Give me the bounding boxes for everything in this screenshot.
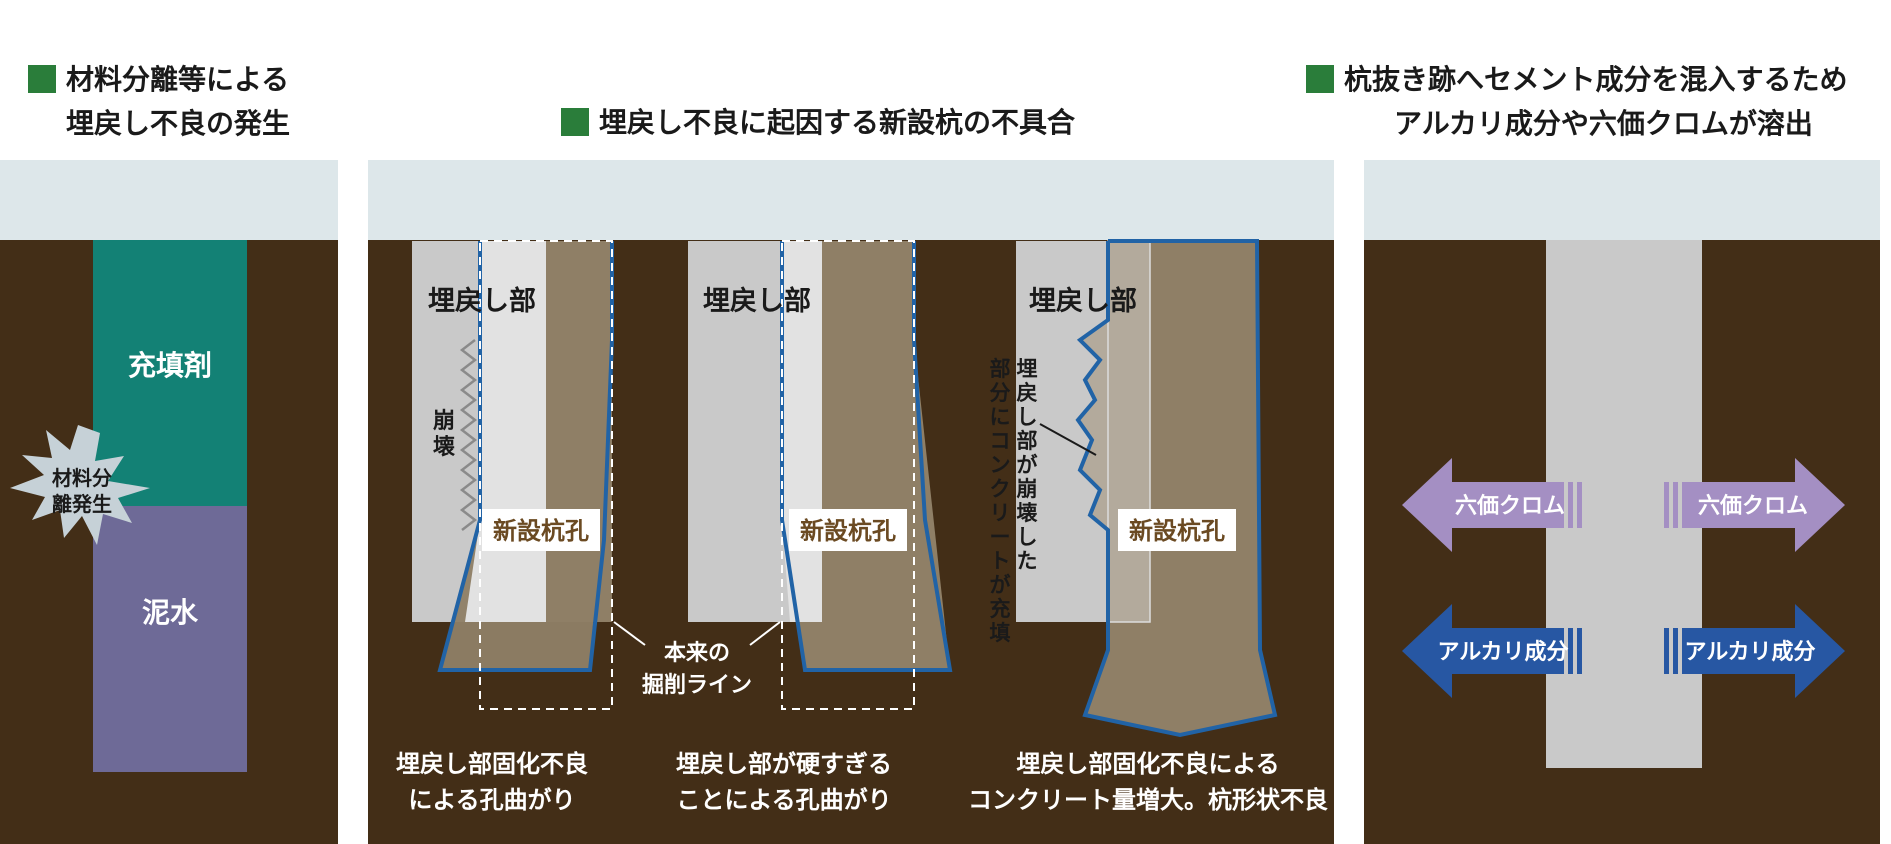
backfill-label: 埋戻し部 bbox=[1029, 285, 1137, 317]
panel1-heading-line1: 材料分離等による bbox=[66, 63, 290, 96]
note-char: 部 bbox=[990, 357, 1011, 381]
case3-caption-2: コンクリート量増大。杭形状不良 bbox=[968, 786, 1328, 814]
chromium-label-left: 六価クロム bbox=[1455, 494, 1565, 519]
note-char: し bbox=[1017, 525, 1038, 549]
original-line-label-1: 本来の bbox=[664, 641, 730, 666]
original-line-label-2: 掘削ライン bbox=[642, 673, 752, 698]
case3: 埋戻し部 新設杭孔 埋 戻 し 部 が 崩 壊 し た 部 分 に コ ン ク bbox=[990, 239, 1278, 738]
original-line bbox=[479, 240, 613, 710]
note-char: ク bbox=[990, 477, 1011, 501]
separation-burst-icon bbox=[10, 425, 150, 545]
hole-label-bg bbox=[482, 509, 600, 551]
note-char: ト bbox=[990, 549, 1011, 573]
case1-caption-2: による孔曲がり bbox=[408, 786, 575, 814]
panel1: 充填剤 泥水 材料分 離発生 bbox=[0, 160, 338, 844]
panel3-heading: 杭抜き跡へセメント成分を混入するため アルカリ成分や六価クロムが溶出 bbox=[1306, 58, 1847, 146]
note-char: 部 bbox=[1017, 429, 1038, 453]
hole-label-bg bbox=[789, 509, 907, 551]
burst-line1: 材料分 bbox=[52, 466, 112, 490]
collapse-zigzag bbox=[459, 339, 478, 531]
panel2-heading: 埋戻し不良に起因する新設杭の不具合 bbox=[561, 101, 1075, 145]
note-char: 埋 bbox=[1017, 357, 1038, 381]
alkali-arrow-left: アルカリ成分 bbox=[1402, 604, 1582, 698]
hole-label: 新設杭孔 bbox=[493, 517, 589, 545]
mud-layer bbox=[93, 506, 247, 772]
case1: 埋戻し部 崩 壊 新設杭孔 bbox=[412, 240, 614, 710]
note-char: が bbox=[990, 573, 1011, 597]
panel3-heading-line1: 杭抜き跡へセメント成分を混入するため bbox=[1344, 63, 1848, 96]
case1-caption-1: 埋戻し部固化不良 bbox=[396, 750, 588, 778]
note-char: リ bbox=[990, 501, 1011, 525]
case3-caption-1: 埋戻し部固化不良による bbox=[1016, 750, 1279, 778]
alkali-label-left: アルカリ成分 bbox=[1437, 640, 1568, 665]
hole-label: 新設杭孔 bbox=[800, 517, 896, 545]
panel3: 六価クロム 六価クロム アルカリ成分 アルカリ成分 bbox=[1364, 160, 1880, 844]
case2-caption-2: ことによる孔曲がり bbox=[676, 786, 891, 814]
mud-label: 泥水 bbox=[142, 596, 199, 629]
case-captions: 埋戻し部固化不良 による孔曲がり 埋戻し部が硬すぎる ことによる孔曲がり 埋戻し… bbox=[396, 750, 1328, 814]
leader-line bbox=[613, 621, 646, 646]
note-char: ン bbox=[990, 453, 1011, 477]
heading-square-icon bbox=[28, 65, 56, 93]
original-line bbox=[781, 240, 915, 710]
note-char: た bbox=[1017, 549, 1038, 573]
vertical-note-col2: 部 分 に コ ン ク リ ー ト が 充 填 bbox=[990, 357, 1011, 645]
panel1-sky bbox=[0, 160, 338, 240]
note-char: 崩 bbox=[1017, 477, 1038, 501]
note-char: コ bbox=[990, 429, 1011, 453]
hole-label: 新設杭孔 bbox=[1129, 517, 1225, 545]
chromium-label-right: 六価クロム bbox=[1698, 494, 1808, 519]
collapse-label-1: 崩 bbox=[433, 409, 455, 434]
case2: 埋戻し部 新設杭孔 bbox=[688, 240, 953, 710]
note-char: 壊 bbox=[1017, 501, 1038, 525]
panel1-heading: 材料分離等による 埋戻し不良の発生 bbox=[28, 58, 290, 146]
hole-label-bg bbox=[1118, 509, 1236, 551]
filler-label: 充填剤 bbox=[128, 349, 212, 382]
note-char: に bbox=[990, 405, 1011, 429]
collapse-label-2: 壊 bbox=[433, 435, 456, 460]
panel3-heading-line2: アルカリ成分や六価クロムが溶出 bbox=[1394, 107, 1813, 140]
backfill-label: 埋戻し部 bbox=[428, 285, 536, 317]
burst-line2: 離発生 bbox=[52, 492, 112, 516]
chromium-arrow-right: 六価クロム bbox=[1664, 458, 1845, 552]
heading-square-icon bbox=[561, 108, 589, 136]
note-char: 充 bbox=[990, 597, 1011, 621]
note-char: が bbox=[1017, 453, 1038, 477]
hole-outline bbox=[1075, 239, 1278, 738]
leader-line bbox=[1039, 423, 1097, 456]
alkali-arrow-right: アルカリ成分 bbox=[1664, 604, 1845, 698]
chromium-arrow-left: 六価クロム bbox=[1402, 458, 1582, 552]
panel1-heading-line2: 埋戻し不良の発生 bbox=[66, 107, 291, 140]
case2-caption-1: 埋戻し部が硬すぎる bbox=[676, 750, 892, 778]
note-char: 填 bbox=[990, 621, 1011, 645]
panel2-heading-text: 埋戻し不良に起因する新設杭の不具合 bbox=[599, 106, 1076, 139]
panel2-sky bbox=[368, 160, 1334, 240]
leader-line bbox=[749, 621, 781, 646]
backfill-label: 埋戻し部 bbox=[703, 285, 811, 317]
note-char: 戻 bbox=[1017, 381, 1038, 405]
alkali-label-right: アルカリ成分 bbox=[1684, 640, 1815, 665]
note-char: ー bbox=[990, 525, 1011, 549]
note-char: 分 bbox=[990, 381, 1011, 405]
vertical-note-col1: 埋 戻 し 部 が 崩 壊 し た bbox=[1017, 357, 1038, 573]
note-char: し bbox=[1017, 405, 1038, 429]
bent-hole bbox=[782, 241, 950, 670]
panel2: 埋戻し部 崩 壊 新設杭孔 埋戻し部 新設杭孔 本来の 掘削ライン bbox=[368, 160, 1334, 844]
heading-square-icon bbox=[1306, 65, 1334, 93]
panel3-sky bbox=[1364, 160, 1880, 240]
